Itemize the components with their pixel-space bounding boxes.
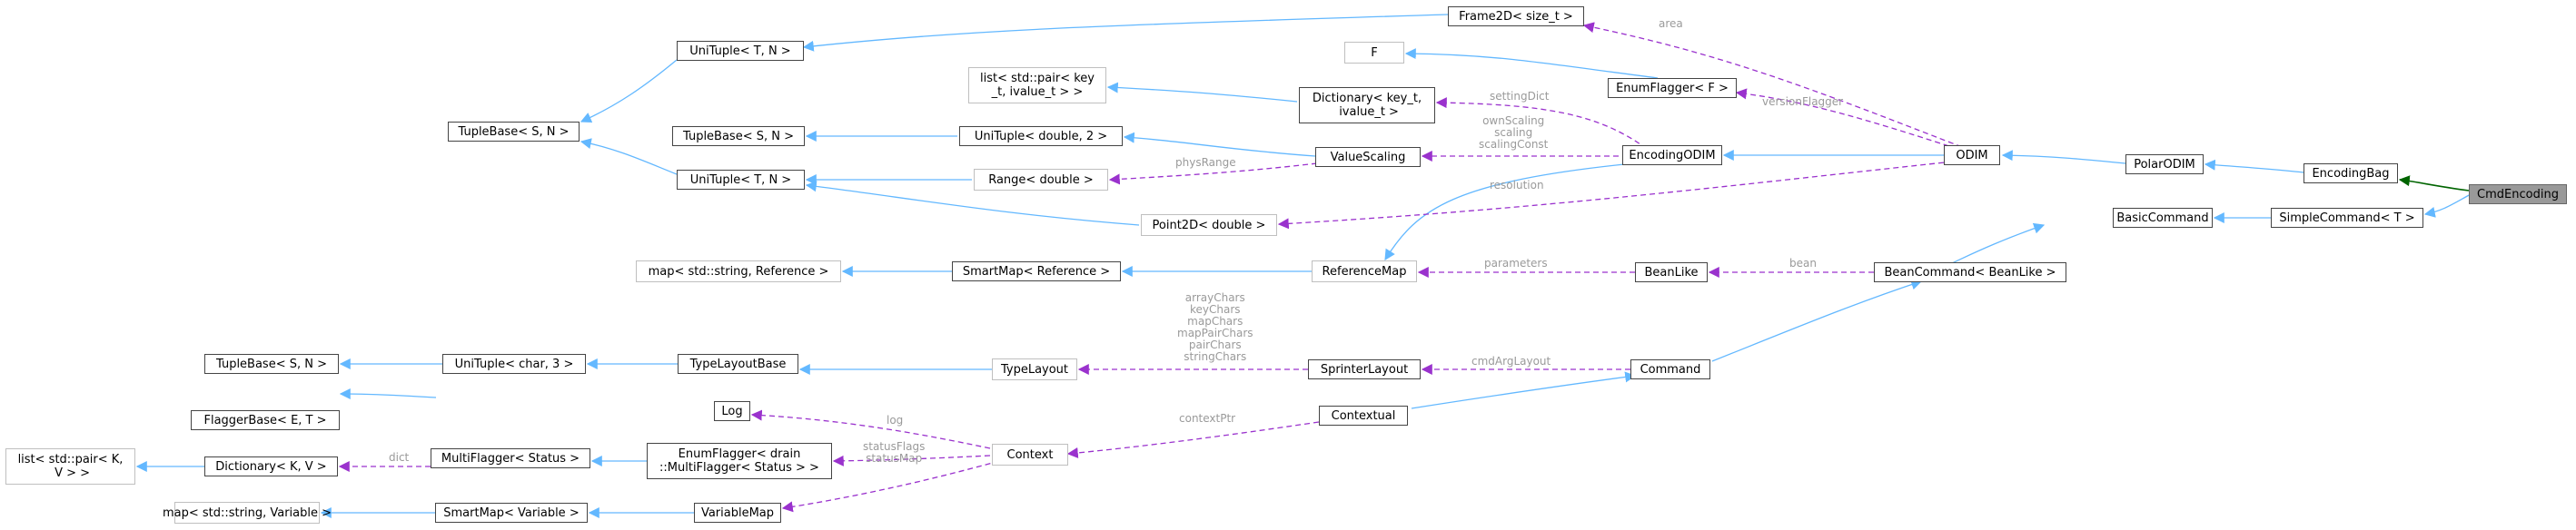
edge-label-cmdarglayout: cmdArgLayout (1471, 355, 1551, 368)
edge-label-area: area (1659, 17, 1683, 30)
edge-label-bean: bean (1789, 257, 1817, 270)
node-typelayout[interactable]: TypeLayout (992, 358, 1077, 380)
edge-context-statusmap-to-variablemap (781, 460, 1000, 513)
edge-encodingodim-settingdict-to-dictionary (1435, 97, 1648, 150)
node-beanlike[interactable]: BeanLike (1635, 262, 1708, 282)
edge-polarodim-to-odim (2001, 150, 2126, 164)
node-command[interactable]: Command (1630, 359, 1710, 379)
edge-label-log: log (887, 414, 904, 427)
edge-unituple-mid-to-tuplebase (580, 138, 678, 175)
node-contextual[interactable]: Contextual (1319, 406, 1408, 426)
node-referencemap[interactable]: ReferenceMap (1312, 260, 1417, 282)
node-point2d[interactable]: Point2D< double > (1141, 214, 1277, 236)
node-beancommand[interactable]: BeanCommand< BeanLike > (1874, 262, 2066, 282)
edge-enumflagger-to-f (1404, 48, 1659, 79)
node-enumflagger-drain[interactable]: EnumFlagger< drain ::MultiFlagger< Statu… (647, 443, 832, 479)
edge-point2d-to-unituple-mid (805, 181, 1140, 226)
edge-valuescaling-physrange-to-range (1108, 162, 1318, 185)
node-tuplebase-s-n-top[interactable]: TupleBase< S, N > (448, 122, 580, 142)
node-sprinterlayout[interactable]: SprinterLayout (1308, 359, 1421, 379)
node-smartmap-variable[interactable]: SmartMap< Variable > (435, 503, 588, 523)
edge-unituple-top-to-tuplebase (580, 59, 678, 123)
edge-cmdencoding-to-simplecommand (2423, 193, 2472, 218)
edge-command-to-beancommand (1711, 279, 1923, 362)
node-typelayoutbase[interactable]: TypeLayoutBase (678, 354, 798, 374)
node-variablemap[interactable]: VariableMap (694, 503, 781, 523)
node-dictionary-k-v[interactable]: Dictionary< K, V > (204, 456, 338, 476)
node-f[interactable]: F (1344, 42, 1404, 64)
edge-label-contextptr: contextPtr (1179, 412, 1236, 425)
node-cmdencoding[interactable]: CmdEncoding (2469, 184, 2567, 204)
node-polarodim[interactable]: PolarODIM (2125, 154, 2204, 174)
edge-odim-versionflagger-to-enumflagger (1735, 88, 1958, 150)
node-simplecommand[interactable]: SimpleCommand< T > (2271, 208, 2423, 228)
edge-contextual-contextptr-to-context (1066, 421, 1320, 458)
node-odim[interactable]: ODIM (1944, 145, 2000, 165)
node-dictionary-key[interactable]: Dictionary< key_t, ivalue_t > (1299, 87, 1435, 123)
edge-multiflagger-to-flaggerbase (339, 388, 437, 400)
node-list-pair-k[interactable]: list< std::pair< K, V > > (5, 448, 135, 485)
node-list-pair-key[interactable]: list< std::pair< key _t, ivalue_t > > (968, 67, 1106, 103)
node-unituple-t-n-top[interactable]: UniTuple< T, N > (677, 41, 804, 61)
node-map-string-reference[interactable]: map< std::string, Reference > (636, 260, 841, 282)
edge-label-versionflagger: versionFlagger (1762, 95, 1844, 108)
node-range-double[interactable]: Range< double > (974, 169, 1108, 191)
edge-label-resolution: resolution (1490, 179, 1544, 191)
edge-context-statusflags-to-enumflagger (832, 455, 991, 466)
edge-beancommand-to-basiccommand (1947, 222, 2046, 266)
node-multiflagger-status[interactable]: MultiFlagger< Status > (431, 448, 590, 468)
edge-encodingodim-to-referencemap (1384, 162, 1634, 261)
edge-dictionary-to-list (1106, 82, 1298, 103)
edge-valuescaling-to-unituple-double (1123, 132, 1316, 157)
node-unituple-double-2[interactable]: UniTuple< double, 2 > (959, 126, 1123, 146)
edge-encodingbag-to-polarodim (2204, 159, 2304, 173)
edge-contextual-to-command (1411, 371, 1637, 409)
node-context[interactable]: Context (992, 444, 1068, 466)
node-tuplebase-s-n-mid[interactable]: TupleBase< S, N > (672, 126, 805, 146)
node-unituple-char-3[interactable]: UniTuple< char, 3 > (442, 354, 586, 374)
node-basiccommand[interactable]: BasicCommand (2113, 208, 2213, 228)
edge-label-scaling: ownScaling scaling scalingConst (1479, 114, 1549, 151)
node-smartmap-reference[interactable]: SmartMap< Reference > (952, 261, 1121, 281)
edge-label-settingdict: settingDict (1490, 90, 1550, 103)
edge-odim-area-to-frame2d (1582, 22, 1963, 148)
node-map-string-variable[interactable]: map< std::string, Variable > (163, 502, 332, 524)
node-frame2d[interactable]: Frame2D< size_t > (1448, 6, 1584, 26)
edge-label-typelayout-members: arrayChars keyChars mapChars mapPairChar… (1177, 291, 1253, 363)
node-tuplebase-s-n-low[interactable]: TupleBase< S, N > (204, 354, 339, 374)
edge-context-log-to-log (750, 409, 991, 449)
node-enumflagger-f[interactable]: EnumFlagger< F > (1608, 78, 1737, 98)
edge-label-parameters: parameters (1484, 257, 1548, 270)
node-flaggerbase[interactable]: FlaggerBase< E, T > (191, 410, 340, 430)
node-log[interactable]: Log (714, 401, 750, 421)
node-encodingodim[interactable]: EncodingODIM (1622, 145, 1722, 165)
edge-label-physrange: physRange (1175, 156, 1236, 169)
edge-frame2d-to-unituple (802, 14, 1449, 52)
edge-odim-resolution-to-point2d (1277, 161, 1954, 230)
node-encodingbag[interactable]: EncodingBag (2304, 163, 2398, 183)
edge-label-dict: dict (389, 451, 410, 464)
edge-label-statusflags: statusFlags statusMap (863, 440, 926, 465)
node-unituple-t-n-mid[interactable]: UniTuple< T, N > (677, 170, 805, 190)
node-valuescaling[interactable]: ValueScaling (1315, 147, 1421, 167)
edge-cmdencoding-to-encodingbag (2398, 175, 2470, 191)
